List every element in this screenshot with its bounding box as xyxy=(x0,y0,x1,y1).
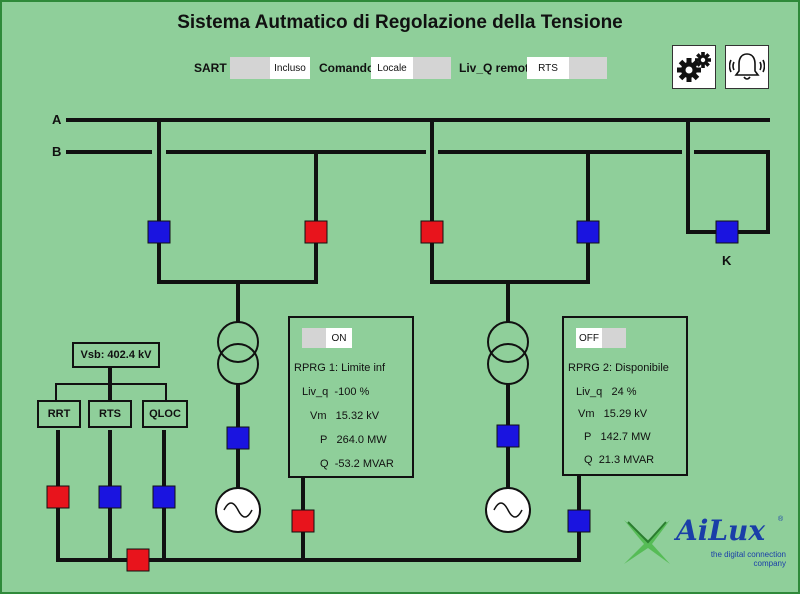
vsb-readout: Vsb: 402.4 kV xyxy=(72,342,160,368)
rprg1-p-label: P xyxy=(320,434,328,446)
rprg2-vm-value: 15.29 kV xyxy=(603,408,648,420)
settings-button[interactable] xyxy=(672,45,716,89)
breaker-gen-1 xyxy=(226,426,250,450)
rprg1-q-label: Q xyxy=(320,458,329,470)
breaker-rts xyxy=(98,485,122,509)
logo-reg: ® xyxy=(778,516,784,523)
rts-selector[interactable]: RTS xyxy=(88,400,132,428)
breaker-2b xyxy=(576,220,600,244)
logo-tagline: the digital connection company xyxy=(694,550,786,568)
rprg2-name: RPRG 2: xyxy=(568,362,613,374)
rprg2-vm-label: Vm xyxy=(578,408,595,420)
bell-icon xyxy=(729,53,765,80)
generator-2-icon xyxy=(485,487,531,533)
breaker-gen-2 xyxy=(496,424,520,448)
page-title: Sistema Autmatico di Regolazione della T… xyxy=(177,12,623,33)
gears-icon xyxy=(677,52,711,82)
comando-toggle[interactable]: Locale xyxy=(371,57,451,79)
logo-tagline-1: the digital connection xyxy=(710,550,786,559)
rprg2-p-label: P xyxy=(584,431,592,443)
livq-remota-label: Liv_Q remota xyxy=(459,61,536,75)
rprg2-p-value: 142.7 MW xyxy=(600,431,651,443)
rprg2-status: Disponibile xyxy=(615,362,669,374)
ailux-logo-icon xyxy=(624,520,670,564)
rprg2-panel: OFF RPRG 2: Disponibile Liv_q 24 % Vm 15… xyxy=(562,316,688,476)
breaker-rrt xyxy=(46,485,70,509)
generator-1-icon xyxy=(215,487,261,533)
bus-k-label: K xyxy=(722,253,732,268)
rprg2-livq-value: 24 % xyxy=(611,386,637,398)
breaker-2a xyxy=(420,220,444,244)
rprg1-vm-label: Vm xyxy=(310,410,327,422)
rprg1-status: Limite inf xyxy=(341,362,386,374)
rprg1-switch-label: ON xyxy=(326,328,352,348)
rprg2-switch-label: OFF xyxy=(576,328,602,348)
sart-value: Incluso xyxy=(270,57,310,79)
rprg1-vm-value: 15.32 kV xyxy=(335,410,380,422)
logo-tagline-2: company xyxy=(753,559,786,568)
livq-remota-toggle[interactable]: RTS xyxy=(527,57,607,79)
bus-a-label: A xyxy=(52,112,62,127)
rprg1-q-value: -53.2 MVAR xyxy=(334,458,394,470)
rprg2-q-label: Q xyxy=(584,454,593,466)
breaker-bottom xyxy=(126,548,150,572)
breaker-rprg2 xyxy=(567,509,591,533)
sart-toggle[interactable]: Incluso xyxy=(230,57,310,79)
rprg1-p-value: 264.0 MW xyxy=(336,434,387,446)
comando-label: Comando xyxy=(319,61,375,75)
sart-label: SART xyxy=(194,61,227,75)
ailux-logo: AiLux ® the digital connection company xyxy=(620,514,792,572)
breaker-rprg1 xyxy=(291,509,315,533)
rprg1-livq-value: -100 % xyxy=(334,386,370,398)
comando-value: Locale xyxy=(371,57,413,79)
breaker-1b xyxy=(304,220,328,244)
logo-name: AiLux xyxy=(676,514,766,547)
rprg2-livq-label: Liv_q xyxy=(576,386,603,398)
qloc-selector[interactable]: QLOC xyxy=(142,400,188,428)
breaker-1a xyxy=(147,220,171,244)
rprg1-switch[interactable]: ON xyxy=(302,328,352,348)
breaker-k xyxy=(715,220,739,244)
rprg2-switch[interactable]: OFF xyxy=(576,328,626,348)
alarm-button[interactable] xyxy=(725,45,769,89)
bus-b-label: B xyxy=(52,144,62,159)
rprg1-panel: ON RPRG 1: Limite inf Liv_q -100 % Vm 15… xyxy=(288,316,414,478)
breaker-qloc xyxy=(152,485,176,509)
rrt-selector[interactable]: RRT xyxy=(37,400,81,428)
transformer-2-icon xyxy=(487,321,529,385)
rprg1-name: RPRG 1: xyxy=(294,362,339,374)
rprg1-livq-label: Liv_q xyxy=(302,386,329,398)
transformer-1-icon xyxy=(217,321,259,385)
rprg2-q-value: 21.3 MVAR xyxy=(598,454,655,466)
livq-remota-value: RTS xyxy=(527,57,569,79)
